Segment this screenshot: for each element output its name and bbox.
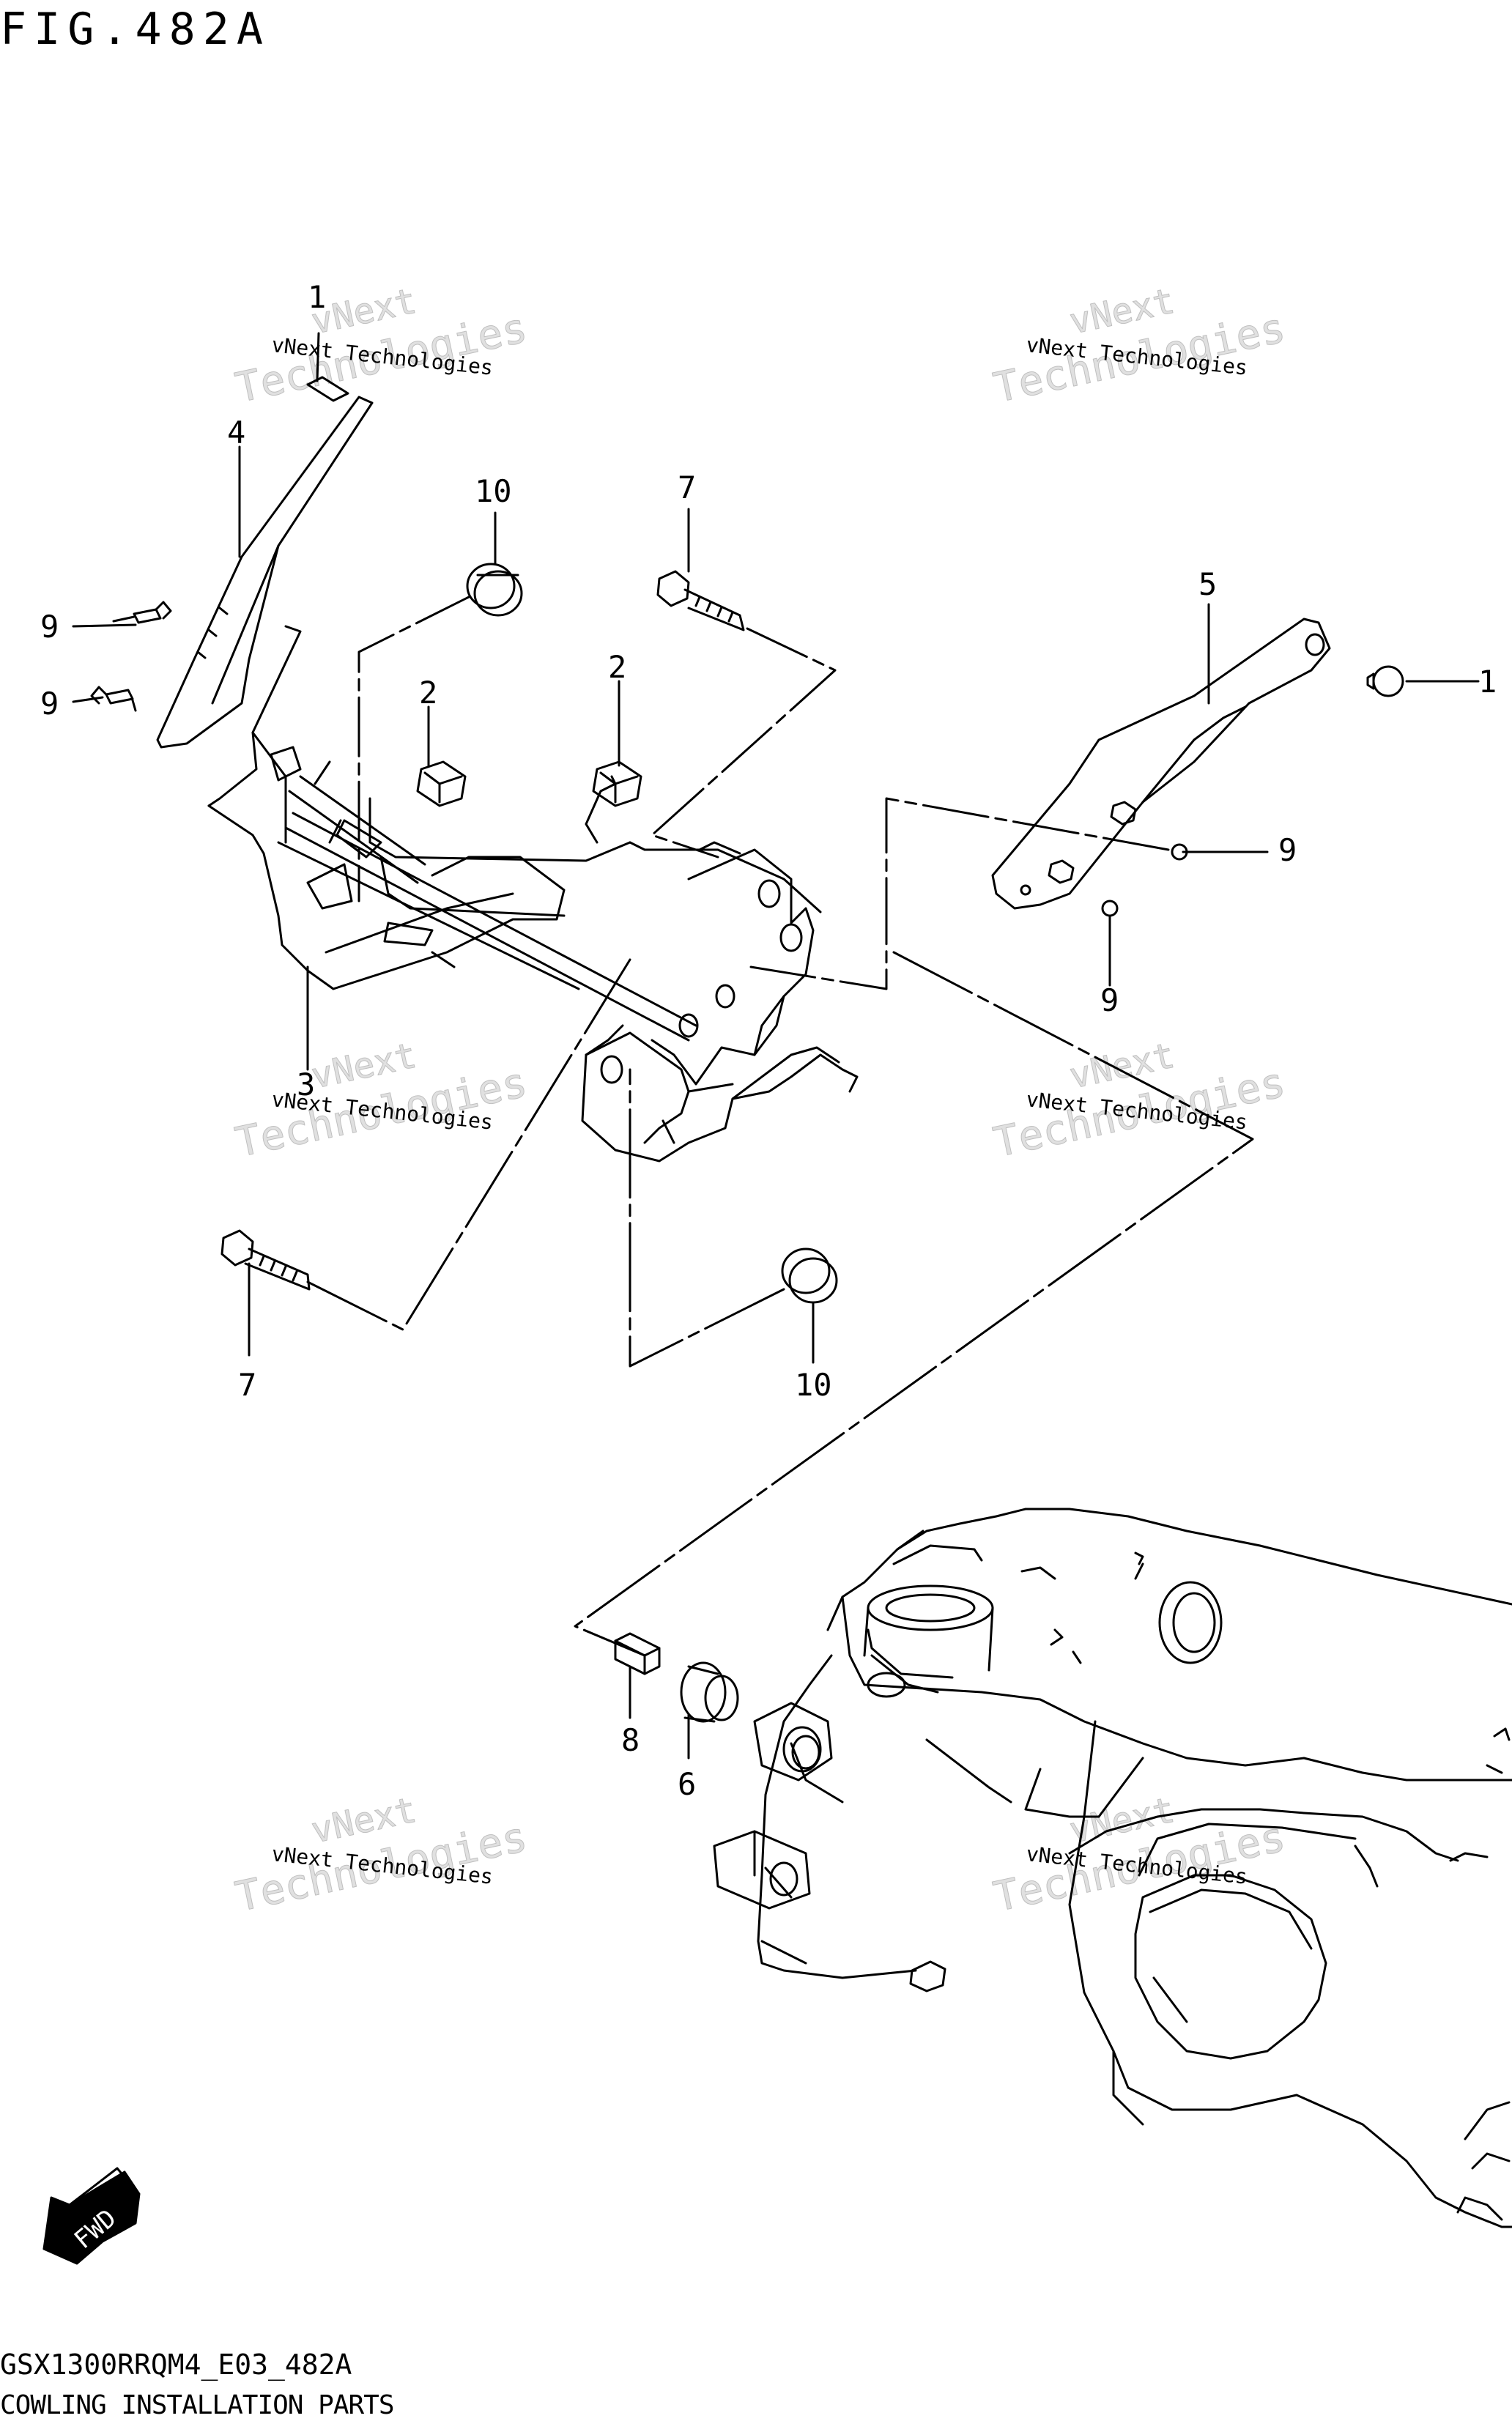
part-6-bushing bbox=[680, 1661, 739, 1723]
callout-2-left: 2 bbox=[419, 675, 437, 711]
part-7-bolt-upper bbox=[656, 570, 745, 631]
frame-mount-upper bbox=[753, 1702, 833, 1782]
frame-mount-lower bbox=[713, 1830, 811, 1910]
figure-caption: COWLING INSTALLATION PARTS bbox=[0, 2390, 395, 2420]
part-5-right-stay bbox=[991, 618, 1331, 910]
part-8-sleeve bbox=[614, 1632, 661, 1675]
callout-6: 6 bbox=[678, 1766, 696, 1802]
watermark-text-group: vNext Technologies vNext Technologies vN… bbox=[270, 333, 1248, 1889]
motorcycle-frame bbox=[757, 1508, 1512, 2228]
watermark-group: vNext Technologies vNext Technologies vN… bbox=[231, 280, 1289, 1921]
callout-labels: 1 4 9 9 10 7 2 2 5 1 9 9 3 7 10 8 6 bbox=[40, 279, 1497, 1802]
part-3-side-plate bbox=[651, 841, 815, 1086]
part-2-nut-right bbox=[592, 760, 642, 807]
callout-4: 4 bbox=[227, 415, 245, 451]
part-10-grommet-upper bbox=[466, 563, 523, 617]
callout-1-right: 1 bbox=[1478, 664, 1497, 700]
callout-1-top: 1 bbox=[308, 279, 326, 315]
callout-9-right-b: 9 bbox=[1100, 982, 1119, 1018]
figure-title: FIG.482A bbox=[0, 4, 270, 55]
assembly-lines bbox=[306, 596, 1254, 1657]
callout-9-lower: 9 bbox=[40, 686, 59, 722]
frame-small-tab bbox=[909, 1960, 946, 1992]
part-1-clip-right bbox=[1366, 665, 1404, 697]
part-7-bolt-lower bbox=[220, 1229, 311, 1291]
figure-code: GSX1300RRQM4_E03_482A bbox=[0, 2348, 352, 2381]
part-3-lower-bracket bbox=[581, 1024, 859, 1163]
callout-9-right-a: 9 bbox=[1278, 832, 1297, 868]
callout-7-upper: 7 bbox=[678, 470, 696, 505]
callout-8: 8 bbox=[621, 1722, 640, 1758]
callout-3: 3 bbox=[297, 1067, 315, 1102]
callout-5: 5 bbox=[1198, 566, 1217, 602]
fwd-arrow: FWD bbox=[42, 2167, 141, 2265]
callout-10-lower: 10 bbox=[795, 1367, 832, 1403]
callout-9-upper: 9 bbox=[40, 609, 59, 645]
part-9-screw-upper-left bbox=[112, 601, 172, 624]
cross-bar bbox=[277, 812, 697, 1042]
part-9-screw-right-b bbox=[1101, 900, 1119, 917]
leader-lines bbox=[72, 332, 1480, 1760]
part-3-main-bracket bbox=[207, 625, 822, 990]
part-4-stay bbox=[156, 396, 374, 749]
part-2-nut-left bbox=[416, 760, 467, 807]
callout-2-right: 2 bbox=[608, 649, 626, 685]
part-10-grommet-lower bbox=[781, 1247, 838, 1304]
callout-7-lower: 7 bbox=[238, 1367, 256, 1403]
callout-10-upper: 10 bbox=[475, 473, 512, 509]
